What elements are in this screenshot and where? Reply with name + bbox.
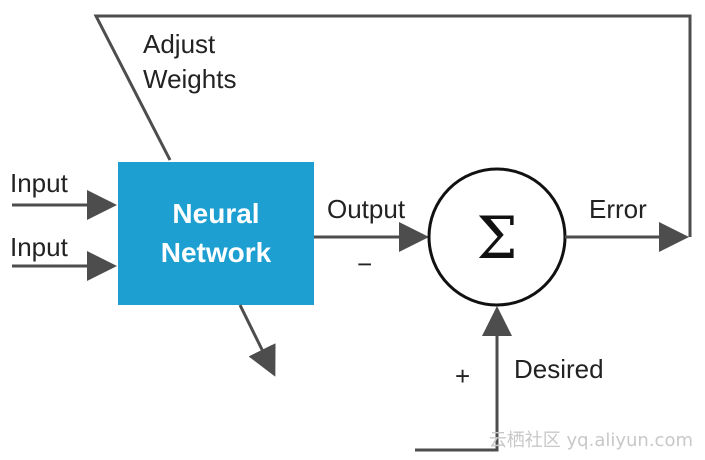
neural-network-box [118, 162, 314, 305]
input-label-2: Input [10, 232, 69, 262]
weight-adjust-out-arrow [238, 304, 276, 377]
feedback-label-line2: Weights [143, 64, 236, 94]
feedback-loop-line [93, 14, 692, 237]
output-label: Output [327, 194, 406, 224]
network-label-line1: Neural [172, 198, 259, 229]
feedback-label-line1: Adjust [143, 29, 216, 59]
network-label-line2: Network [161, 237, 272, 268]
desired-input-line [415, 306, 512, 452]
desired-label: Desired [514, 354, 604, 384]
watermark: 云栖社区 yq.aliyun.com [489, 430, 693, 451]
minus-sign: − [357, 249, 372, 279]
error-label: Error [589, 194, 647, 224]
plus-sign: + [455, 361, 470, 391]
input-label-1: Input [10, 168, 69, 198]
summation-symbol: Σ [476, 204, 517, 272]
